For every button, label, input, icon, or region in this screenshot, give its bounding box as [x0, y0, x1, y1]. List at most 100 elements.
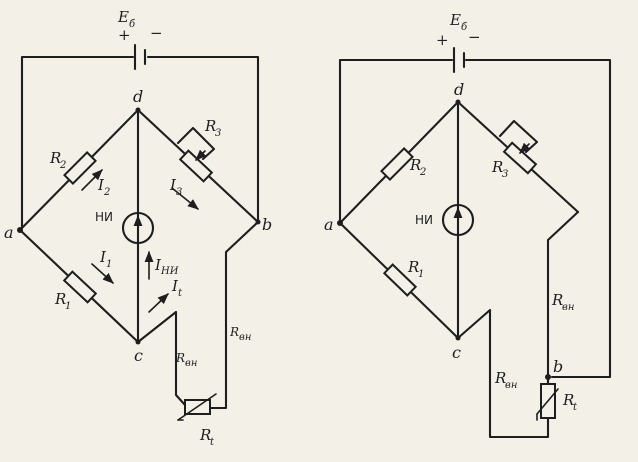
- svg-text:R: R: [551, 291, 563, 309]
- svg-text:3: 3: [502, 169, 508, 180]
- right-label-r3: R3: [491, 158, 508, 180]
- right-node-a-dot: [337, 220, 343, 226]
- left-null-instrument: [121, 211, 155, 245]
- left-node-b-dot: [255, 219, 261, 225]
- left-supply-wire: [20, 43, 260, 230]
- right-resistor-r1: [382, 263, 418, 297]
- left-resistor-r2: [63, 151, 97, 185]
- right-label-rt: Rt: [562, 391, 578, 413]
- svg-text:I: I: [171, 277, 179, 295]
- svg-text:R: R: [494, 369, 506, 387]
- left-current-i1-arrow: [91, 263, 114, 284]
- svg-text:I: I: [99, 248, 107, 266]
- svg-text:t: t: [210, 437, 215, 448]
- svg-text:−: −: [468, 28, 481, 46]
- svg-text:E: E: [117, 8, 129, 26]
- svg-text:2: 2: [59, 160, 66, 171]
- svg-text:НИ: НИ: [160, 266, 179, 277]
- left-instrument-label: НИ: [95, 210, 113, 224]
- svg-text:1: 1: [106, 259, 112, 270]
- right-label-rvn-lower: Rвн: [494, 369, 517, 391]
- left-node-c: c: [134, 346, 143, 365]
- svg-text:2: 2: [419, 167, 426, 178]
- svg-text:вн: вн: [562, 302, 574, 313]
- left-current-i3-arrow: [171, 187, 199, 210]
- right-instrument-label: НИ: [415, 213, 433, 227]
- svg-text:R: R: [229, 325, 239, 339]
- svg-text:2: 2: [103, 187, 110, 198]
- right-supply-wire: [338, 46, 612, 379]
- svg-text:R: R: [491, 158, 503, 176]
- left-label-r2: R2: [49, 149, 66, 171]
- svg-text:3: 3: [176, 187, 182, 198]
- svg-text:R: R: [407, 258, 419, 276]
- svg-text:R: R: [175, 351, 185, 365]
- left-node-d: d: [133, 87, 143, 106]
- svg-text:I: I: [97, 176, 105, 194]
- svg-text:R: R: [409, 156, 421, 174]
- right-circuit: E б + − НИ a d: [324, 11, 612, 439]
- svg-text:I: I: [154, 256, 162, 274]
- svg-text:t: t: [178, 288, 183, 299]
- svg-text:R: R: [562, 391, 574, 409]
- left-node-a-dot: [17, 227, 23, 233]
- right-node-b: b: [553, 357, 563, 376]
- svg-text:3: 3: [215, 128, 221, 139]
- svg-text:R: R: [49, 149, 61, 167]
- right-label-rvn-upper: Rвн: [551, 291, 574, 313]
- right-node-c-dot: [455, 335, 461, 341]
- right-null-instrument: [441, 203, 475, 237]
- left-node-d-dot: [135, 107, 141, 113]
- right-battery-label: E б + −: [436, 11, 481, 49]
- svg-text:I: I: [169, 176, 177, 194]
- svg-text:t: t: [573, 402, 578, 413]
- left-node-a: a: [4, 223, 14, 242]
- svg-text:E: E: [449, 11, 461, 29]
- left-r3-slider-arrow: [195, 149, 207, 161]
- svg-text:+: +: [436, 31, 449, 49]
- svg-text:б: б: [461, 22, 468, 33]
- left-circuit: E б + − НИ: [4, 8, 272, 448]
- svg-text:б: б: [129, 19, 136, 30]
- right-r3-slider-arrow: [519, 142, 531, 154]
- right-label-r2: R2: [409, 156, 426, 178]
- right-node-a: a: [324, 215, 334, 234]
- left-resistor-r3: [178, 149, 214, 183]
- svg-text:1: 1: [65, 301, 71, 312]
- left-rt-thermistor-mark: [177, 393, 217, 421]
- left-node-c-dot: [135, 339, 141, 345]
- svg-text:+: +: [118, 26, 131, 44]
- right-rt-thermistor-mark: [536, 388, 559, 415]
- svg-text:1: 1: [418, 269, 424, 280]
- svg-text:R: R: [204, 117, 216, 135]
- right-node-d: d: [454, 80, 464, 99]
- right-node-c: c: [452, 343, 461, 362]
- left-current-it-arrow: [148, 293, 169, 313]
- left-node-b: b: [262, 215, 272, 234]
- left-battery-label: E б + −: [117, 8, 163, 44]
- svg-text:R: R: [54, 290, 66, 308]
- svg-text:вн: вн: [185, 358, 197, 369]
- left-r3-slider: [176, 126, 216, 161]
- svg-text:вн: вн: [505, 380, 517, 391]
- right-node-d-dot: [455, 99, 461, 105]
- svg-text:вн: вн: [239, 332, 251, 343]
- right-r3-slider: [498, 119, 539, 154]
- left-resistor-r1: [62, 270, 98, 304]
- right-node-b-dot: [545, 374, 551, 380]
- left-label-r1: R1: [54, 290, 71, 312]
- svg-text:−: −: [150, 24, 163, 42]
- left-current-i2-arrow: [81, 169, 103, 191]
- right-label-r1: R1: [407, 258, 424, 280]
- left-label-rt: Rt: [199, 426, 215, 448]
- right-resistor-r2: [380, 147, 414, 181]
